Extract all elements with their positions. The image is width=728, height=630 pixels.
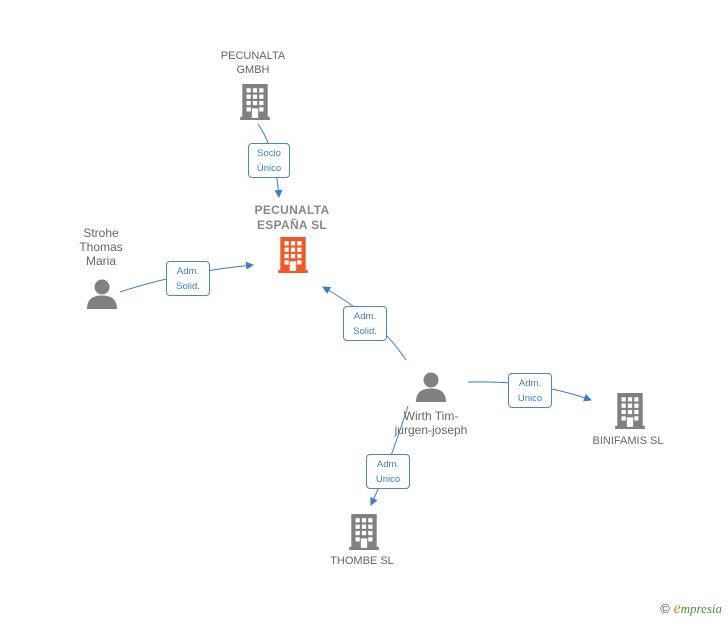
edge-label-strohe-adm-solid: Adm. Solid. [166, 261, 210, 296]
building-icon-pecunalta-espana[interactable] [278, 237, 308, 273]
footer-brand[interactable]: © empresia [660, 600, 722, 618]
node-label-wirth[interactable]: Wirth Tim- jurgen-joseph [394, 409, 468, 437]
building-icon-binifamis[interactable] [615, 393, 645, 429]
edge-label-socio-unico: Socio Único [248, 143, 290, 178]
node-label-thombe[interactable]: THOMBE SL [330, 555, 394, 567]
person-icon-wirth[interactable] [416, 372, 446, 403]
building-icon-pecunalta-gmbh[interactable] [240, 84, 270, 120]
person-icon-strohe[interactable] [87, 279, 117, 310]
node-label-binifamis[interactable]: BINIFAMIS SL [592, 435, 664, 447]
edge-label-thombe-adm-unico: Adm. Unico [366, 454, 410, 489]
brand-logo-text: mpresia [680, 601, 722, 616]
edge-label-wirth-adm-solid: Adm. Solid. [343, 306, 387, 341]
copyright-symbol: © [660, 601, 670, 616]
edge-label-binifamis-adm-unico: Adm. Unico [508, 373, 552, 408]
node-label-pecunalta-espana[interactable]: PECUNALTA ESPAÑA SL [254, 203, 330, 232]
building-icon-thombe[interactable] [349, 514, 379, 550]
node-label-pecunalta-gmbh[interactable]: PECUNALTA GMBH [220, 50, 286, 76]
brand-logo-letter: e [673, 600, 681, 617]
node-label-strohe[interactable]: Strohe Thomas Maria [79, 226, 123, 268]
